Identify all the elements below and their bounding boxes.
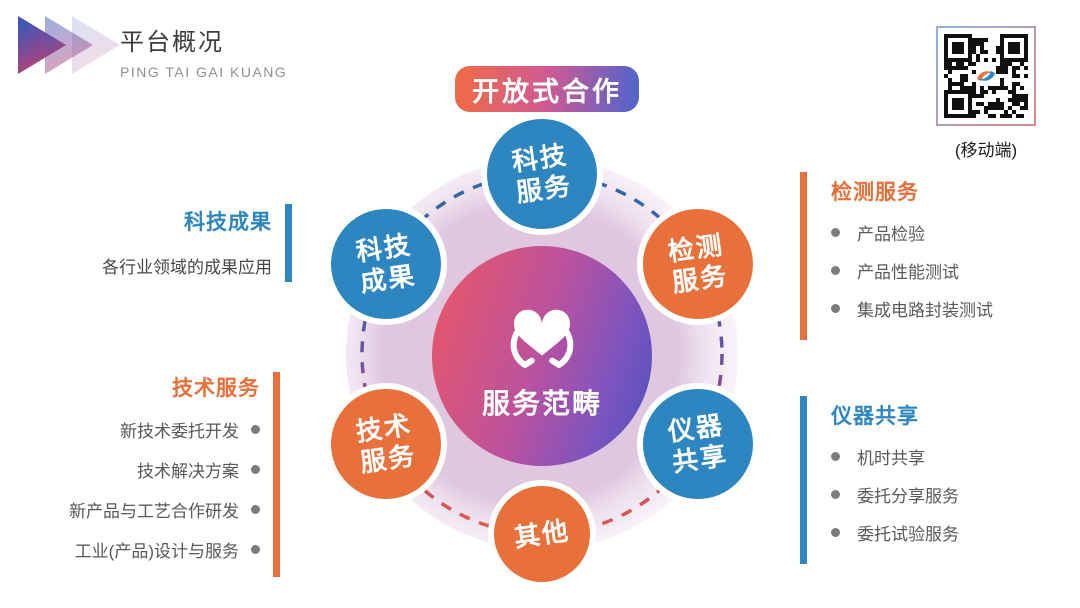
qr-frame [936, 26, 1036, 126]
node-label: 科技 服务 [510, 140, 574, 209]
list-item: 产品检验 [831, 220, 993, 245]
list-item: 工业(产品)设计与服务 [22, 537, 260, 562]
bullet-dot-icon [251, 425, 260, 434]
bullet-dot-icon [831, 304, 840, 313]
panel-title: 仪器共享 [831, 405, 919, 428]
node-label: 检测 服务 [666, 230, 730, 299]
list-item: 技术解决方案 [22, 457, 260, 482]
page-subtitle: PING TAI GAI KUANG [120, 64, 288, 80]
list-item-text: 委托分享服务 [857, 487, 959, 506]
list-item-text: 委托试验服务 [857, 525, 959, 544]
node-label: 其他 [512, 515, 572, 553]
panel-title: 科技成果 [184, 211, 272, 234]
list-item: 委托分享服务 [831, 482, 959, 507]
accent-bar [800, 172, 807, 340]
accent-bar [273, 372, 280, 577]
panel-title: 技术服务 [172, 377, 260, 400]
node-technical-service: 技术 服务 [331, 389, 441, 499]
bullet-dot-icon [831, 266, 840, 275]
qr-caption: (移动端) [954, 141, 1018, 160]
list-item: 新产品与工艺合作研发 [22, 497, 260, 522]
node-label: 技术 服务 [354, 410, 418, 479]
panel-body: 各行业领域的成果应用 [102, 258, 272, 277]
node-label-line: 其他 [512, 514, 572, 553]
bullet-dot-icon [831, 452, 840, 461]
panel-item-list: 产品检验 产品性能测试 集成电路封装测试 [831, 220, 993, 321]
banner-open-cooperation: 开放式合作 [455, 66, 639, 112]
bullet-dot-icon [251, 545, 260, 554]
list-item-text: 工业(产品)设计与服务 [74, 542, 239, 561]
list-item: 集成电路封装测试 [831, 296, 993, 321]
list-item: 新技术委托开发 [22, 417, 260, 442]
node-label-line: 服务 [358, 440, 418, 478]
node-testing-service: 检测 服务 [643, 209, 753, 319]
node-label-line: 服务 [514, 170, 574, 208]
center-label: 服务范畴 [481, 387, 602, 419]
accent-bar [800, 396, 807, 564]
node-tech-service: 科技 服务 [487, 119, 597, 229]
panel-item-list: 新技术委托开发 技术解决方案 新产品与工艺合作研发 工业(产品)设计与服务 [22, 417, 260, 562]
list-item-text: 机时共享 [857, 449, 925, 468]
list-item-text: 产品检验 [857, 225, 925, 244]
center-circle: 服务范畴 [432, 246, 652, 466]
heart-in-hands-icon [510, 309, 574, 368]
list-item-text: 集成电路封装测试 [857, 301, 993, 320]
node-label: 仪器 共享 [666, 410, 730, 479]
node-others: 其他 [494, 486, 590, 582]
qr-code-icon [938, 28, 1034, 124]
page-title: 平台概况 [120, 29, 224, 56]
list-item: 产品性能测试 [831, 258, 993, 283]
page-header: 平台概况 PING TAI GAI KUANG [120, 22, 287, 80]
panel-technical-service: 技术服务 新技术委托开发 技术解决方案 新产品与工艺合作研发 工业(产品)设计与… [22, 372, 280, 577]
node-tech-achievements: 科技 成果 [331, 209, 441, 319]
panel-tech-achievements: 科技成果 各行业领域的成果应用 [56, 204, 292, 282]
list-item: 机时共享 [831, 444, 959, 469]
node-label-line: 服务 [670, 260, 730, 298]
panel-testing-service: 检测服务 产品检验 产品性能测试 集成电路封装测试 [800, 172, 1060, 340]
node-label-line: 共享 [670, 440, 730, 478]
list-item-text: 新产品与工艺合作研发 [69, 502, 239, 521]
bullet-dot-icon [251, 505, 260, 514]
list-item-text: 技术解决方案 [137, 462, 239, 481]
bullet-dot-icon [831, 528, 840, 537]
bullet-dot-icon [831, 490, 840, 499]
node-label: 科技 成果 [354, 230, 418, 299]
list-item: 委托试验服务 [831, 520, 959, 545]
panel-instrument-sharing: 仪器共享 机时共享 委托分享服务 委托试验服务 [800, 396, 1060, 564]
qr-block: (移动端) [934, 26, 1038, 161]
list-item-text: 产品性能测试 [857, 263, 959, 282]
node-instrument-sharing: 仪器 共享 [643, 389, 753, 499]
panel-title: 检测服务 [831, 181, 919, 204]
list-item-text: 新技术委托开发 [120, 422, 239, 441]
bullet-dot-icon [831, 228, 840, 237]
node-label-line: 成果 [358, 260, 418, 298]
triple-chevron-icon [18, 16, 128, 74]
panel-item-list: 机时共享 委托分享服务 委托试验服务 [831, 444, 959, 545]
bullet-dot-icon [251, 465, 260, 474]
accent-bar [285, 204, 292, 282]
